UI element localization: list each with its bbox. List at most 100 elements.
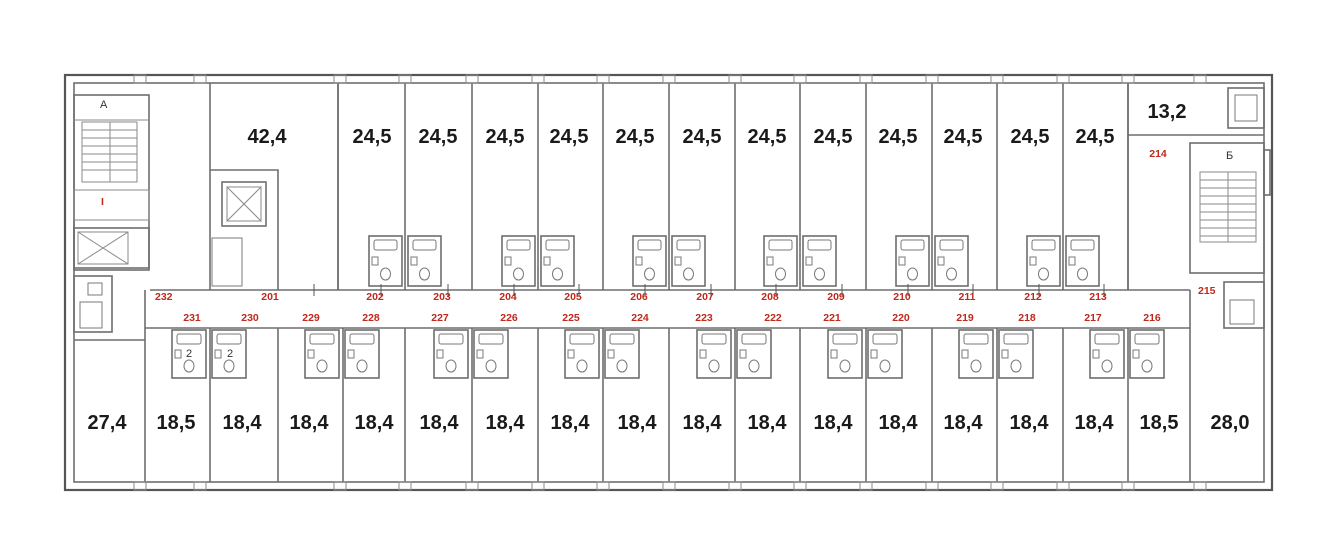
room-number-204: 204 [499, 291, 517, 303]
room-number-215: 215 [1198, 285, 1216, 297]
room-215-wc [1189, 281, 1265, 482]
bathroom-unit [958, 329, 994, 379]
room-area-bottom-4: 18,4 [355, 412, 395, 434]
room-number-bottom-15: 217 [1084, 312, 1102, 324]
bathroom-unit [827, 329, 863, 379]
room-area-bottom-10: 18,4 [748, 412, 788, 434]
bathroom-unit [802, 235, 837, 287]
bathroom-mark-1: 2 [186, 348, 192, 360]
bathroom-mark-2: 2 [227, 348, 233, 360]
room-area-210: 24,5 [879, 126, 918, 148]
room-area-213: 24,5 [1076, 126, 1115, 148]
stair-mark: I [101, 196, 104, 208]
room-area-bottom-0: 27,4 [88, 412, 128, 434]
room-number-bottom-12: 220 [892, 312, 910, 324]
room-number-206: 206 [630, 291, 648, 303]
room-number-bottom-14: 218 [1018, 312, 1036, 324]
left-wc-block [73, 275, 146, 482]
bathroom-unit [867, 329, 903, 379]
room-area-209: 24,5 [814, 126, 853, 148]
room-area-bottom-13: 18,4 [944, 412, 984, 434]
bathroom-unit [1065, 235, 1100, 287]
room-area-bottom-1: 18,5 [157, 412, 196, 434]
stair-a-label: А [100, 99, 108, 111]
room-area-201: 42,4 [248, 126, 288, 148]
room-area-203: 24,5 [419, 126, 458, 148]
room-number-bottom-8: 224 [631, 312, 649, 324]
room-area-bottom-11: 18,4 [814, 412, 854, 434]
room-number-210: 210 [893, 291, 911, 303]
room-area-208: 24,5 [748, 126, 787, 148]
room-area-bottom-15: 18,4 [1075, 412, 1115, 434]
room-number-bottom-13: 219 [956, 312, 974, 324]
bathroom-unit [696, 329, 732, 379]
room-area-202: 24,5 [353, 126, 392, 148]
room-area-211: 24,5 [944, 126, 983, 148]
room-number-212: 212 [1024, 291, 1042, 303]
bathroom-unit [1026, 235, 1061, 287]
stair-b-label: Б [1226, 150, 1233, 162]
bathroom-unit [344, 329, 380, 379]
room-number-205: 205 [564, 291, 582, 303]
bathroom-unit [501, 235, 536, 287]
bathroom-unit [171, 329, 207, 379]
room-area-204: 24,5 [486, 126, 525, 148]
room-number-232: 232 [155, 291, 173, 303]
bathroom-unit [736, 329, 772, 379]
room-area-bottom-3: 18,4 [290, 412, 330, 434]
room-number-bottom-16: 216 [1143, 312, 1161, 324]
room-number-bottom-9: 223 [695, 312, 713, 324]
room-number-bottom-1: 231 [183, 312, 201, 324]
bathroom-unit [895, 235, 930, 287]
room-number-209: 209 [827, 291, 845, 303]
room-number-bottom-5: 227 [431, 312, 449, 324]
room-number-bottom-11: 221 [823, 312, 841, 324]
room-area-bottom-7: 18,4 [551, 412, 591, 434]
room-number-bottom-10: 222 [764, 312, 782, 324]
room-area-bottom-16: 18,5 [1140, 412, 1179, 434]
room-number-bottom-7: 225 [562, 312, 580, 324]
bathroom-unit [564, 329, 600, 379]
room-number-bottom-3: 229 [302, 312, 320, 324]
room-area-bottom-17: 28,0 [1211, 412, 1250, 434]
room-number-201: 201 [261, 291, 279, 303]
bathroom-unit [763, 235, 798, 287]
room-area-bottom-6: 18,4 [486, 412, 526, 434]
room-area-bottom-12: 18,4 [879, 412, 919, 434]
bathroom-unit [304, 329, 340, 379]
bathroom-unit [1129, 329, 1165, 379]
room-number-208: 208 [761, 291, 779, 303]
room-number-207: 207 [696, 291, 714, 303]
room-area-bottom-8: 18,4 [618, 412, 658, 434]
room-area-bottom-9: 18,4 [683, 412, 723, 434]
room-number-213: 213 [1089, 291, 1107, 303]
bathroom-unit [433, 329, 469, 379]
room-area-bottom-14: 18,4 [1010, 412, 1050, 434]
bathroom-unit [211, 329, 247, 379]
room-number-214: 214 [1149, 148, 1167, 160]
bathroom-unit [604, 329, 640, 379]
bathroom-unit [368, 235, 403, 287]
room-area-bottom-5: 18,4 [420, 412, 460, 434]
room-number-203: 203 [433, 291, 451, 303]
left-stair-block: А I [73, 94, 150, 271]
room-number-202: 202 [366, 291, 384, 303]
bathroom-unit [998, 329, 1034, 379]
bathroom-unit [632, 235, 667, 287]
right-stair-block: Б [1189, 142, 1271, 274]
bathroom-unit [540, 235, 575, 287]
room-area-bottom-2: 18,4 [223, 412, 263, 434]
room-number-211: 211 [959, 291, 976, 303]
room-number-bottom-6: 226 [500, 312, 518, 324]
room-number-bottom-4: 228 [362, 312, 380, 324]
room-area-206: 24,5 [616, 126, 655, 148]
bathroom-unit [473, 329, 509, 379]
room-area-214: 13,2 [1148, 101, 1187, 123]
room-area-205: 24,5 [550, 126, 589, 148]
bathroom-unit [671, 235, 706, 287]
room-number-bottom-2: 230 [241, 312, 259, 324]
bottom-rooms-layer: 27,4 18,5 231 18,4 230 18,4 229 18,4 228 18,4 227 1… [88, 312, 1250, 491]
bathroom-unit [934, 235, 969, 287]
bathroom-unit [1089, 329, 1125, 379]
